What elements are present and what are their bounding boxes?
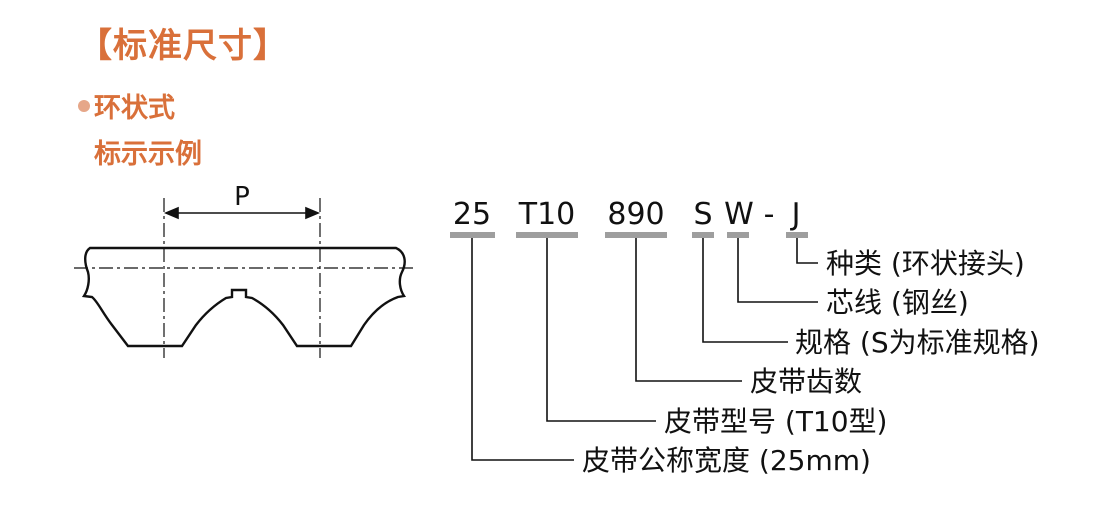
- center-lines: [74, 198, 414, 358]
- leader-width: [471, 238, 574, 461]
- desc-width: 皮带公称宽度 (25mm): [582, 444, 871, 477]
- desc-type: 皮带型号 (T10型): [664, 405, 887, 438]
- desc-spec: 规格 (S为标准规格): [795, 326, 1040, 359]
- underline-kind: [786, 232, 808, 238]
- underline-core: [727, 232, 749, 238]
- desc-teeth: 皮带齿数: [750, 365, 862, 398]
- desc-kind: 种类 (环状接头): [826, 247, 1025, 280]
- pitch-dimension: [163, 206, 321, 220]
- subheading-ring-type: 环状式: [94, 93, 175, 124]
- underline-spec: [692, 232, 714, 238]
- pitch-label: P: [234, 182, 250, 212]
- underline-width: [450, 232, 495, 238]
- leader-spec: [702, 238, 788, 343]
- underline-type: [516, 232, 578, 238]
- section-heading: 【标准尺寸】: [78, 26, 288, 66]
- code-width: 25: [453, 197, 491, 232]
- code-underlines: [450, 232, 808, 238]
- leader-type: [546, 238, 656, 422]
- desc-core: 芯线 (钢丝): [826, 286, 969, 319]
- leader-lines: [471, 238, 818, 461]
- code-descriptions: 种类 (环状接头) 芯线 (钢丝) 规格 (S为标准规格) 皮带齿数 皮带型号 …: [582, 247, 1040, 477]
- leader-core: [737, 238, 818, 303]
- code-type: T10: [518, 197, 576, 232]
- code-spec: S: [693, 197, 712, 232]
- belt-profile-drawing: [81, 246, 407, 348]
- subheading-example: 标示示例: [94, 139, 202, 170]
- code-dash: -: [764, 197, 775, 232]
- underline-teeth: [605, 232, 667, 238]
- bullet-dot: [78, 100, 90, 112]
- designation-code: 25 T10 890 S W - J: [453, 197, 801, 232]
- leader-teeth: [635, 238, 742, 382]
- code-teeth: 890: [607, 197, 664, 232]
- leader-kind: [796, 238, 818, 264]
- code-kind: J: [790, 197, 801, 232]
- belt-outline: [81, 246, 407, 348]
- code-core: W: [724, 197, 754, 232]
